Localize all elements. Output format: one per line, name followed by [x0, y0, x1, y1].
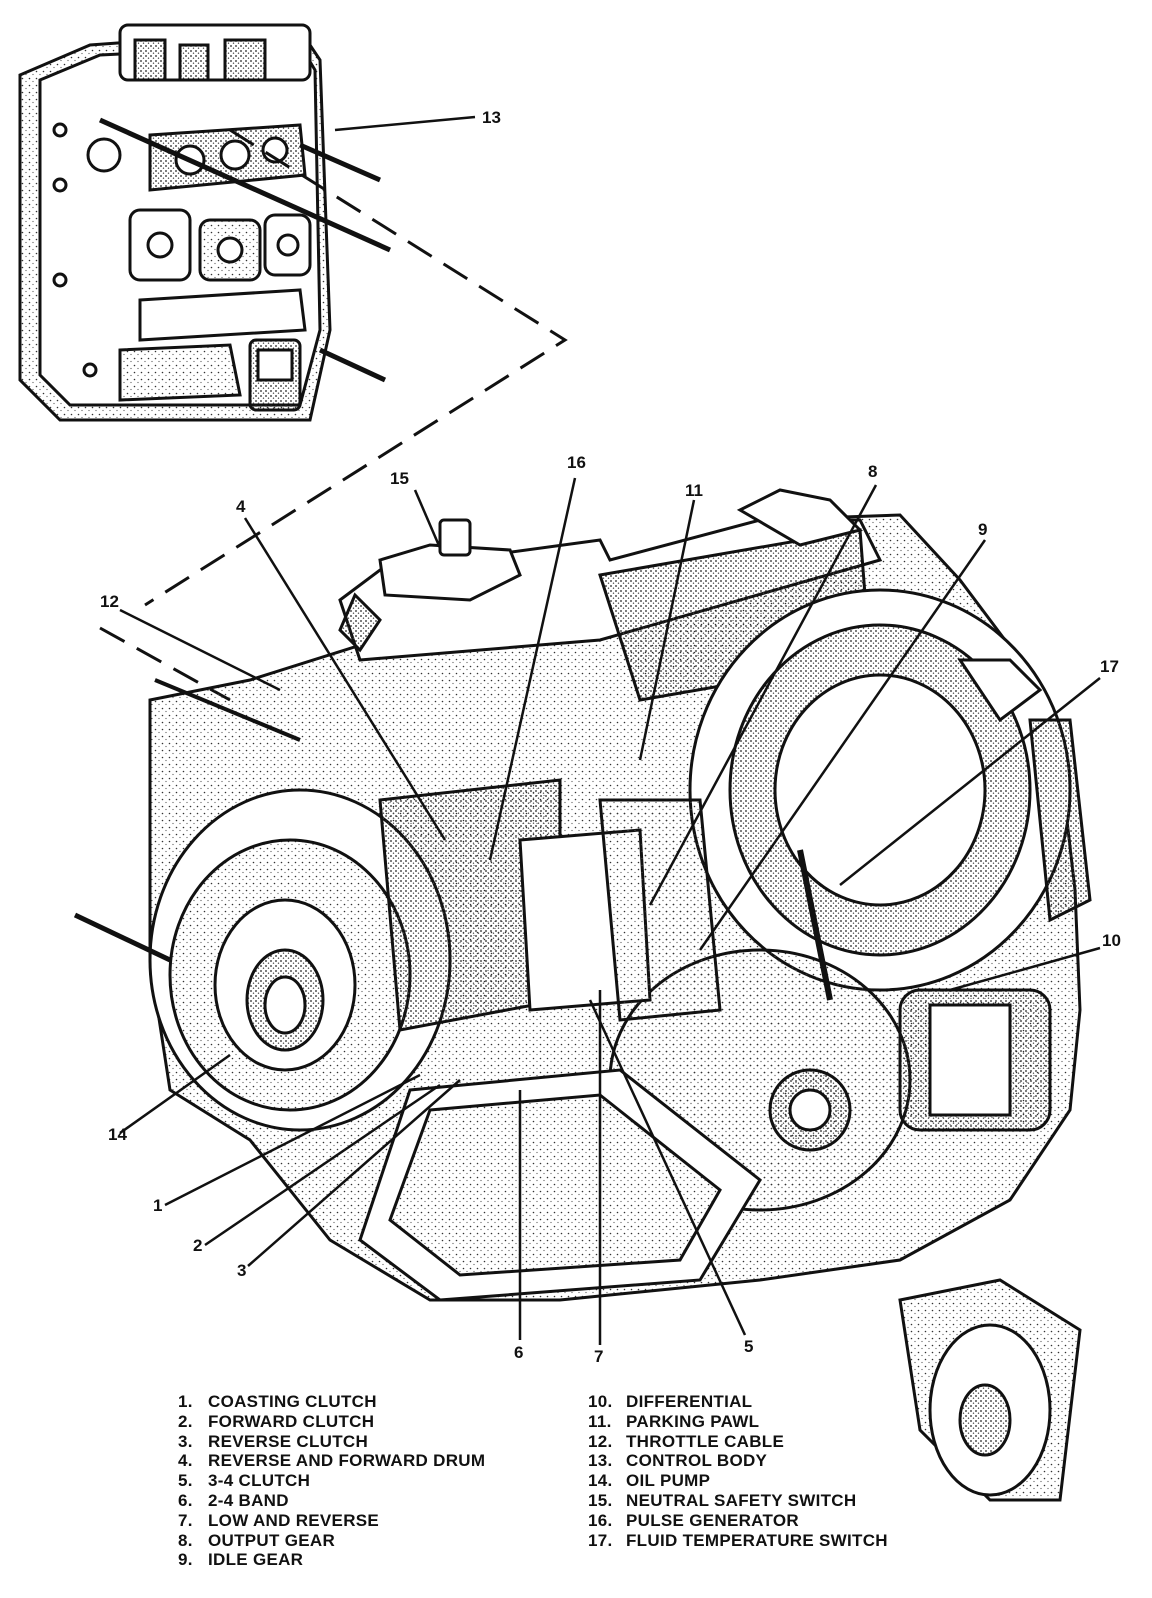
callout-7: 7: [594, 1347, 603, 1366]
control-body-drawing: [18, 23, 392, 422]
callout-6: 6: [514, 1343, 523, 1362]
legend-item: 6.2-4 BAND: [178, 1490, 289, 1510]
callout-8: 8: [868, 462, 877, 481]
callout-3: 3: [237, 1261, 246, 1280]
callout-4: 4: [236, 497, 246, 516]
legend-item: 5.3-4 CLUTCH: [178, 1471, 311, 1491]
legend-item: 9.IDLE GEAR: [178, 1550, 304, 1570]
legend-item: 2.FORWARD CLUTCH: [178, 1411, 375, 1431]
callout-14: 14: [108, 1125, 127, 1144]
callout-12: 12: [100, 592, 119, 611]
legend-item: 4.REVERSE AND FORWARD DRUM: [178, 1451, 486, 1471]
legend-item: 10.DIFFERENTIAL: [588, 1392, 753, 1411]
callout-2: 2: [193, 1236, 202, 1255]
legend-item: 14.OIL PUMP: [588, 1471, 711, 1491]
callout-17: 17: [1100, 657, 1119, 676]
callout-11: 11: [685, 481, 703, 500]
throttle-cable-path: [99, 128, 568, 702]
legend-item: 17.FLUID TEMPERATURE SWITCH: [588, 1530, 888, 1550]
legend-item: 12.THROTTLE CABLE: [588, 1431, 785, 1451]
legend-item: 1.COASTING CLUTCH: [178, 1392, 377, 1411]
legend-item: 11.PARKING PAWL: [588, 1411, 760, 1431]
callout-9: 9: [978, 520, 987, 539]
callout-10: 10: [1102, 931, 1121, 950]
legend-item: 15.NEUTRAL SAFETY SWITCH: [588, 1490, 857, 1510]
legend-item: 7.LOW AND REVERSE: [178, 1510, 380, 1530]
callout-13: 13: [482, 108, 501, 127]
legend-left: 1.COASTING CLUTCH 2.FORWARD CLUTCH 3.REV…: [178, 1392, 485, 1570]
legend-item: 3.REVERSE CLUTCH: [178, 1431, 369, 1451]
callout-5: 5: [744, 1337, 753, 1356]
legend-item: 16.PULSE GENERATOR: [588, 1510, 799, 1530]
callout-labels: 13 16 15 11 8 9 4 12 17 10 14 1 2 3 6 7 …: [100, 108, 1121, 1366]
legend-right: 10.DIFFERENTIAL 11.PARKING PAWL 12.THROT…: [588, 1392, 888, 1550]
legend-item: 13.CONTROL BODY: [588, 1451, 768, 1471]
callout-1: 1: [153, 1196, 162, 1215]
leader-lines: [119, 115, 1101, 1345]
transaxle-drawing: [73, 488, 1092, 1502]
callout-16: 16: [567, 453, 586, 472]
legend-item: 8.OUTPUT GEAR: [178, 1530, 336, 1550]
callout-15: 15: [390, 469, 409, 488]
